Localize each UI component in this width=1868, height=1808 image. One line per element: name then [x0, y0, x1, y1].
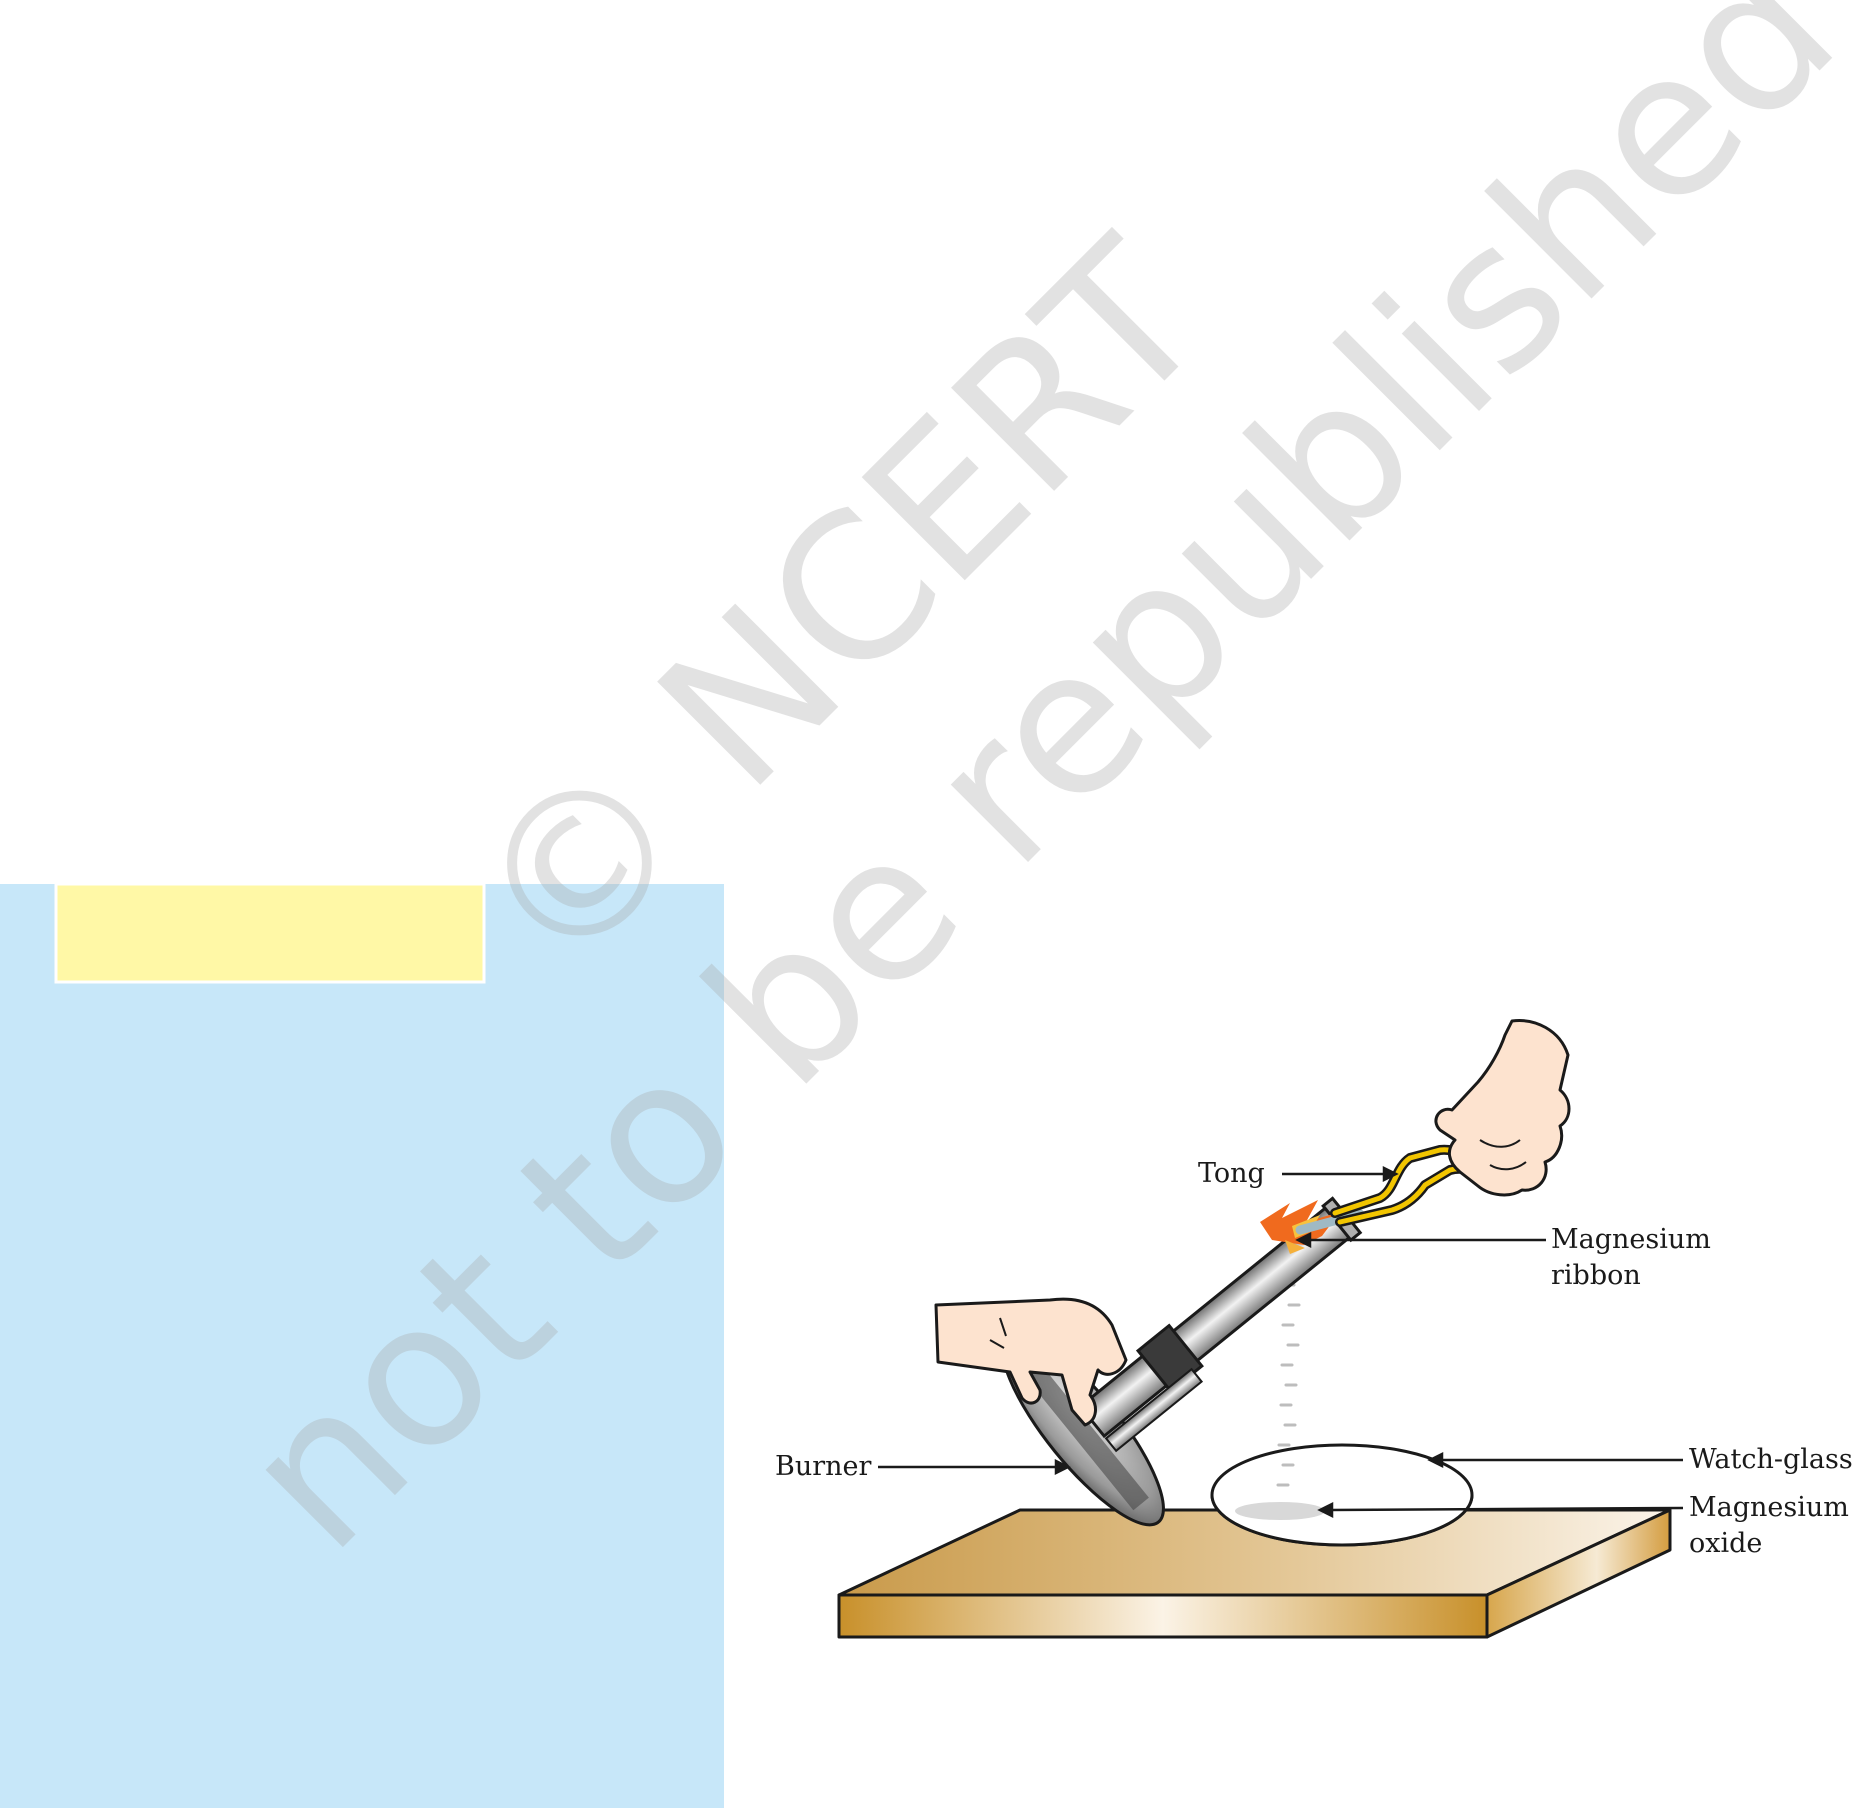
label-tong: Tong — [1198, 1158, 1265, 1189]
label-magnesium-oxide-2: oxide — [1689, 1528, 1762, 1559]
right-hand — [1434, 1019, 1571, 1197]
leader-lines — [878, 1165, 1684, 1519]
table-side — [1485, 1508, 1672, 1639]
label-magnesium-ribbon-1: Magnesium — [1551, 1224, 1711, 1255]
magnesium-oxide-powder — [1235, 1502, 1325, 1520]
label-burner: Burner — [775, 1451, 872, 1482]
label-magnesium-oxide-1: Magnesium — [1689, 1492, 1849, 1523]
label-watch-glass: Watch-glass — [1689, 1444, 1853, 1475]
table-front — [837, 1593, 1489, 1639]
panel-tab — [54, 882, 486, 984]
table — [837, 1508, 1672, 1639]
label-magnesium-ribbon-2: ribbon — [1551, 1260, 1641, 1291]
watch-glass — [1210, 1443, 1474, 1547]
left-hand — [934, 1297, 1128, 1427]
side-panel — [0, 884, 724, 1808]
